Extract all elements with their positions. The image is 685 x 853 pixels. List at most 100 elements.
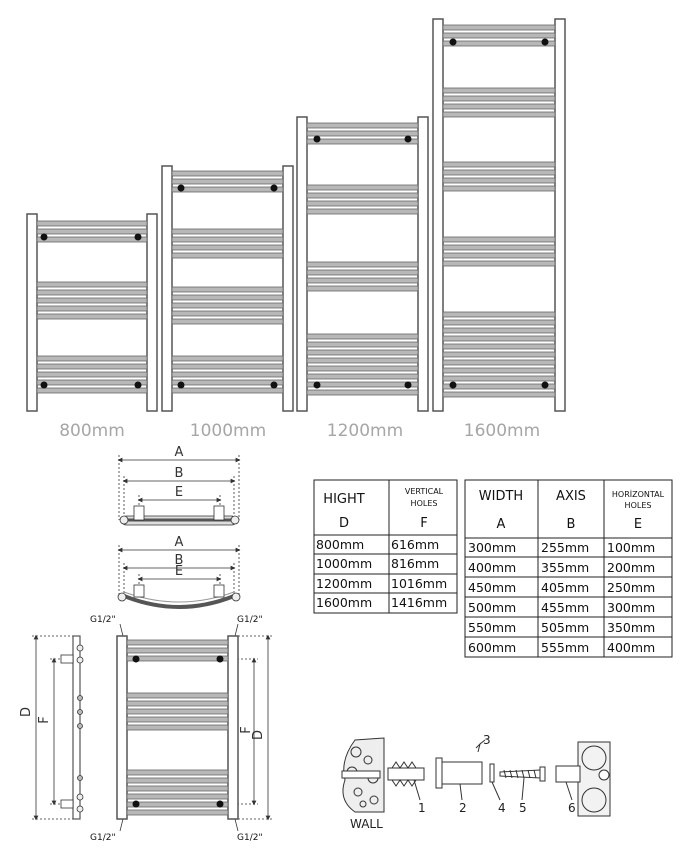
rail-group [36, 220, 148, 394]
spacer [435, 757, 483, 801]
mount-hole [40, 233, 48, 241]
mount-hole [216, 655, 224, 663]
mount-hole [134, 381, 142, 389]
mount-hole [177, 381, 185, 389]
hholes-cell: 100mm [607, 540, 655, 555]
part-number-4: 4 [498, 801, 506, 815]
mounting-kit [341, 737, 611, 817]
axis-header-letter: B [567, 517, 576, 532]
axis-cell: 455mm [541, 600, 589, 615]
mount-hole [404, 135, 412, 143]
size-label-800: 800mm [59, 421, 125, 441]
width-cell: 400mm [468, 560, 516, 575]
dimension-e-curved: E [175, 564, 183, 579]
axis-cell: 255mm [541, 540, 589, 555]
hholes-cell: 400mm [607, 640, 655, 655]
top-view-curved [117, 545, 241, 609]
thread-label-top-right: G1/2" [237, 615, 263, 625]
holes-cell: 1416mm [391, 595, 447, 610]
thread-label-bottom-left: G1/2" [90, 833, 116, 843]
vertical-holes-header-2: HOLES [411, 499, 438, 508]
part-number-6: 6 [568, 801, 576, 815]
mount-hole [449, 38, 457, 46]
height-cell: 1000mm [316, 556, 372, 571]
mount-hole [404, 381, 412, 389]
height-cell: 1200mm [316, 576, 372, 591]
wall-section [341, 737, 385, 813]
mount-hole [313, 381, 321, 389]
mount-hole [40, 381, 48, 389]
dimension-d-front: D [251, 730, 266, 740]
hholes-cell: 300mm [607, 600, 655, 615]
dimension-e: E [175, 485, 183, 500]
washer [489, 763, 501, 801]
rail-group [442, 24, 556, 398]
dimension-b-curved: B [175, 553, 184, 568]
dimension-d-side: D [19, 707, 34, 717]
hholes-cell: 200mm [607, 560, 655, 575]
mount-hole [541, 38, 549, 46]
radiator-800: 800mm [26, 213, 158, 441]
axis-cell: 555mm [541, 640, 589, 655]
mount-hole [313, 135, 321, 143]
part-number-3: 3 [483, 733, 491, 747]
axis-cell: 405mm [541, 580, 589, 595]
radiator-1200: 1200mm [296, 116, 429, 441]
vertical-holes-header: VERTICAL [405, 487, 444, 496]
mount-hole [270, 184, 278, 192]
wall-label: WALL [350, 817, 383, 831]
dimension-f-side: F [37, 716, 52, 723]
width-cell: 450mm [468, 580, 516, 595]
set-screw [475, 739, 486, 753]
hholes-cell: 250mm [607, 580, 655, 595]
hholes-cell: 350mm [607, 620, 655, 635]
width-table: WIDTH A AXIS B HORİZONTAL HOLES E 300mm … [464, 479, 673, 658]
side-view [32, 634, 84, 821]
width-cell: 500mm [468, 600, 516, 615]
bracket [555, 741, 611, 817]
top-view-straight [117, 455, 241, 526]
axis-header: AXIS [556, 489, 586, 504]
rail-group [306, 122, 419, 396]
holes-cell: 616mm [391, 537, 439, 552]
width-header: WIDTH [479, 489, 523, 504]
rail-group [126, 639, 229, 816]
holes-cell: 1016mm [391, 576, 447, 591]
axis-cell: 505mm [541, 620, 589, 635]
mount-hole [177, 184, 185, 192]
dimension-f-front: F [239, 726, 254, 733]
radiator-1000: 1000mm [161, 165, 294, 441]
horizontal-holes-header-2: HOLES [625, 501, 652, 510]
height-table-header: HIGHT [323, 492, 364, 507]
thread-label-bottom-right: G1/2" [237, 833, 263, 843]
horizontal-holes-letter: E [634, 517, 642, 532]
wall-plug [387, 761, 425, 801]
height-cell: 800mm [316, 537, 364, 552]
rail-group [171, 170, 284, 394]
size-label-1200: 1200mm [327, 421, 403, 441]
width-cell: 300mm [468, 540, 516, 555]
mount-hole [449, 381, 457, 389]
height-table: HIGHT D VERTICAL HOLES F 800mm 616mm 100… [313, 479, 458, 614]
part-number-5: 5 [519, 801, 527, 815]
width-header-letter: A [497, 517, 506, 532]
part-number-1: 1 [418, 801, 426, 815]
holes-cell: 816mm [391, 556, 439, 571]
part-number-2: 2 [459, 801, 467, 815]
thread-label-top-left: G1/2" [90, 615, 116, 625]
size-label-1000: 1000mm [190, 421, 266, 441]
mount-hole [270, 381, 278, 389]
width-cell: 550mm [468, 620, 516, 635]
mount-hole [134, 233, 142, 241]
dimension-b: B [175, 466, 184, 481]
height-cell: 1600mm [316, 595, 372, 610]
axis-cell: 355mm [541, 560, 589, 575]
screw [499, 766, 546, 801]
width-cell: 600mm [468, 640, 516, 655]
mount-hole [541, 381, 549, 389]
size-label-1600: 1600mm [464, 421, 540, 441]
dimension-a: A [175, 445, 184, 460]
vertical-holes-letter: F [420, 516, 427, 531]
height-table-header-letter: D [339, 516, 349, 531]
